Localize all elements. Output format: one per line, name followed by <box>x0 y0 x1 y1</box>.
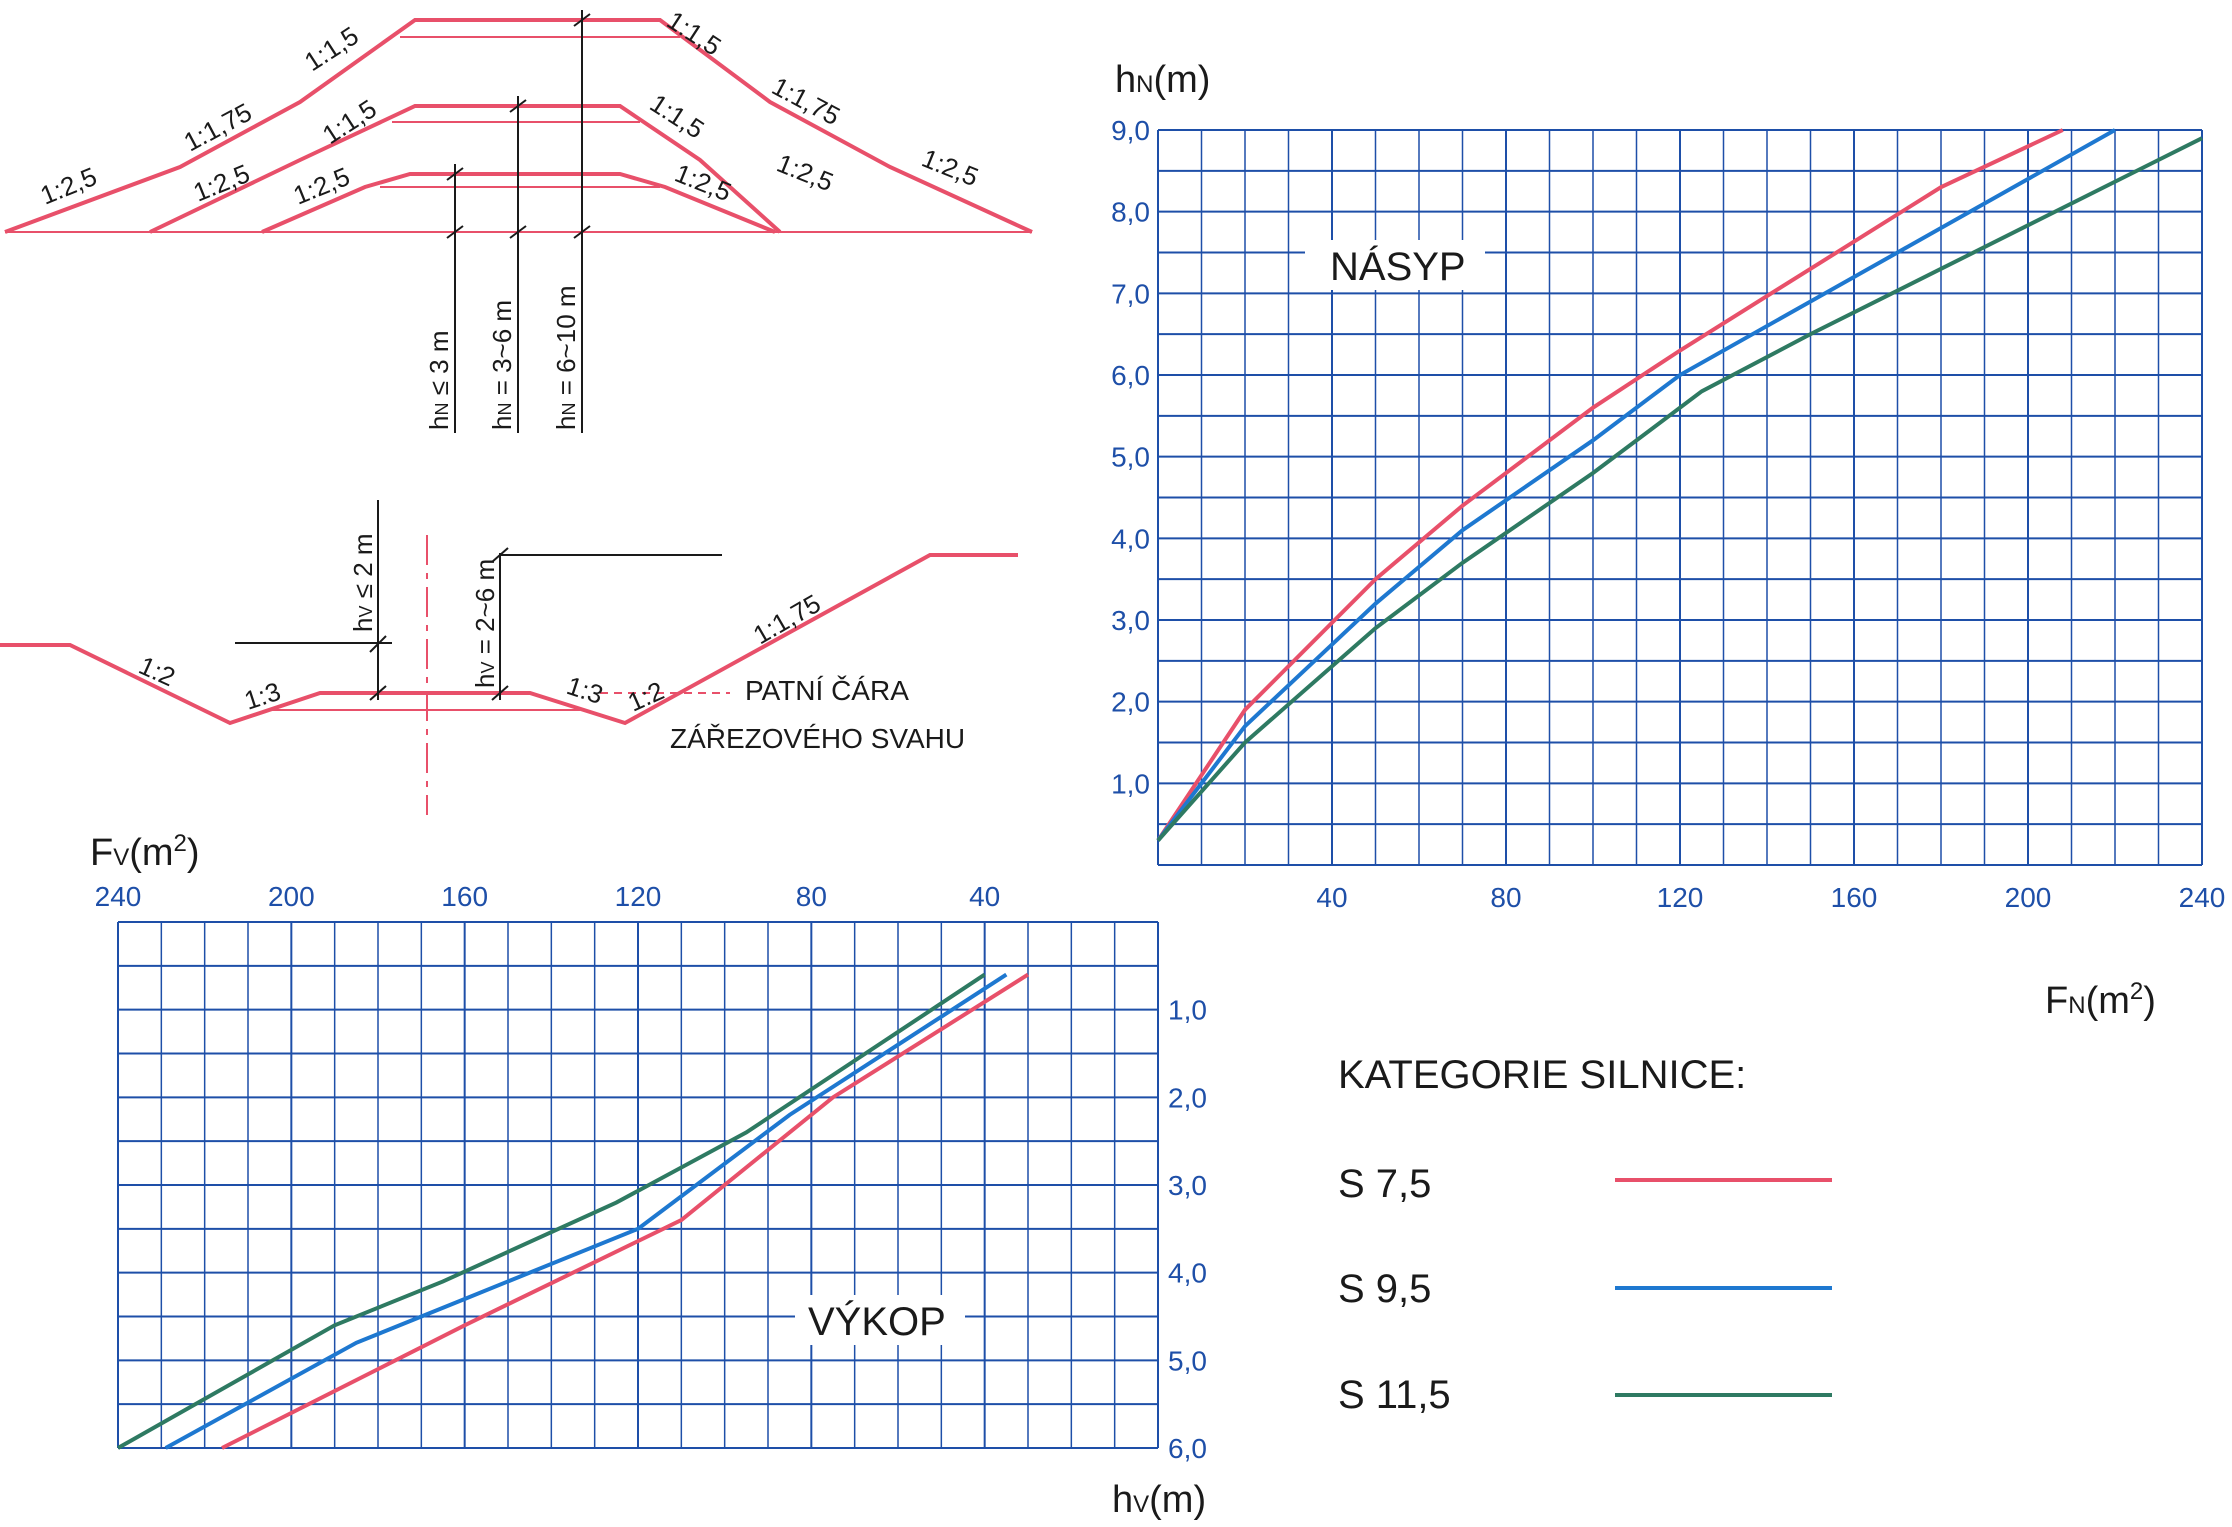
slope-label: 1:2,5 <box>773 148 838 197</box>
x-tick-label: 40 <box>969 881 1000 912</box>
embankment-profile-small <box>261 172 776 234</box>
y-tick-label: 6,0 <box>1111 360 1150 391</box>
cut-label: VÝKOP <box>808 1299 946 1344</box>
y-tick-label: 3,0 <box>1168 1170 1207 1201</box>
cut-note-line1: PATNÍ ČÁRA <box>745 675 909 706</box>
y-tick-label: 3,0 <box>1111 605 1150 636</box>
y-tick-label: 1,0 <box>1168 995 1207 1026</box>
cut-height-tick-1b <box>369 685 387 701</box>
cut-height-tick-2a <box>491 547 509 563</box>
slope-label: 1:2,5 <box>36 161 101 210</box>
series-line-2 <box>1156 128 2116 842</box>
cut-height-tick-1a <box>369 635 387 653</box>
slope-label: 1:2,5 <box>189 158 254 207</box>
series-line-3 <box>117 972 986 1450</box>
cut-grid <box>117 921 1159 1449</box>
embankment-height-markers <box>446 10 591 433</box>
embankment-diagram: 1:2,5 1:1,75 1:1,5 1:1,5 1:1,75 1:2,5 1:… <box>4 5 1033 433</box>
legend-item-label: S 11,5 <box>1338 1373 1451 1417</box>
y-tick-label: 1,0 <box>1111 768 1150 799</box>
height-marker-tick-3b <box>573 225 591 239</box>
x-tick-label: 240 <box>2179 882 2226 913</box>
legend-item-label: S 7,5 <box>1338 1162 1431 1206</box>
cut-series <box>117 972 1030 1450</box>
y-tick-label: 5,0 <box>1111 442 1150 473</box>
cut-label-bg <box>795 1295 965 1345</box>
height-marker-tick-2a <box>509 99 527 113</box>
x-tick-label: 80 <box>1490 882 1521 913</box>
x-tick-label: 40 <box>1316 882 1347 913</box>
embankment-tick-labels: 40 80 120 160 200 240 1,0 2,0 3,0 4,0 5,0 6,0 7,0 8,0… <box>1111 115 2225 913</box>
series-line-3 <box>1156 136 2203 842</box>
cut-diagram: 1:2 1:3 1:3 1:2 1:1,75 hV ≤ 2 m hV = 2~6… <box>0 500 1018 815</box>
x-tick-label: 80 <box>796 881 827 912</box>
x-tick-label: 200 <box>2005 882 2052 913</box>
y-tick-label: 4,0 <box>1168 1258 1207 1289</box>
height-marker-tick-1b <box>446 225 464 239</box>
embankment-profile-large <box>4 18 1033 234</box>
embankment-label: NÁSYP <box>1330 244 1466 289</box>
legend-item-label: S 9,5 <box>1338 1267 1431 1311</box>
slope-label: 1:1,5 <box>645 88 710 145</box>
legend-title: KATEGORIE SILNICE: <box>1338 1053 1746 1097</box>
embankment-series <box>1156 128 2203 842</box>
y-tick-label: 9,0 <box>1111 115 1150 146</box>
cut-note-line2: ZÁŘEZOVÉHO SVAHU <box>670 723 965 754</box>
height-marker-tick-1a <box>446 167 464 181</box>
series-line-2 <box>164 972 1008 1450</box>
y-tick-label: 2,0 <box>1168 1082 1207 1113</box>
y-tick-label: 5,0 <box>1168 1345 1207 1376</box>
y-tick-label: 7,0 <box>1111 278 1150 309</box>
slope-label: 1:1,75 <box>748 588 826 650</box>
y-tick-label: 8,0 <box>1111 197 1150 228</box>
embankment-height-labels: hN ≤ 3 m hN = 3~6 m hN = 6~10 m <box>424 285 581 430</box>
slope-label: 1:2 <box>135 650 180 692</box>
slope-label: 1:1,5 <box>662 5 727 62</box>
height-label: hN = 6~10 m <box>551 285 581 430</box>
legend: KATEGORIE SILNICE: S 7,5 S 9,5 S 11,5 <box>1338 1053 1832 1417</box>
cut-y-axis-label: hV(m) <box>1112 1479 1206 1521</box>
y-tick-label: 4,0 <box>1111 523 1150 554</box>
x-tick-label: 160 <box>1831 882 1878 913</box>
slope-label: 1:2,5 <box>289 161 354 210</box>
x-tick-label: 240 <box>95 881 142 912</box>
height-marker-tick-3a <box>573 13 591 27</box>
x-tick-label: 120 <box>615 881 662 912</box>
series-line-1 <box>221 972 1030 1450</box>
embankment-y-axis-label: hN(m) <box>1115 59 1210 101</box>
y-tick-label: 6,0 <box>1168 1433 1207 1464</box>
embankment-x-axis-label: FN(m2) <box>2045 978 2156 1022</box>
embankment-chart: 40 80 120 160 200 240 1,0 2,0 3,0 4,0 5,0 6,0 7,0 8,0… <box>1111 59 2225 1022</box>
slope-label: 1:2 <box>623 675 668 717</box>
height-label: hV ≤ 2 m <box>348 533 378 632</box>
cut-height-tick-2b <box>491 685 509 701</box>
y-tick-label: 2,0 <box>1111 687 1150 718</box>
x-tick-label: 160 <box>441 881 488 912</box>
cut-x-axis-label: FV(m2) <box>90 830 200 874</box>
x-tick-label: 120 <box>1657 882 1704 913</box>
cut-height-markers <box>235 500 722 701</box>
height-label: hN = 3~6 m <box>487 300 517 430</box>
cut-height-labels: hV ≤ 2 m hV = 2~6 m <box>348 533 500 688</box>
slope-label: 1:1,5 <box>299 20 364 77</box>
height-label: hN ≤ 3 m <box>424 330 454 430</box>
height-label: hV = 2~6 m <box>470 559 500 688</box>
cut-profile <box>0 553 1018 726</box>
series-line-1 <box>1156 128 2064 842</box>
x-tick-label: 200 <box>268 881 315 912</box>
cut-tick-labels: 240 200 160 120 80 40 1,0 2,0 3,0 4,0 5,0 6,0 <box>95 881 1207 1464</box>
slope-label: 1:1,5 <box>317 93 382 150</box>
cut-chart: 240 200 160 120 80 40 1,0 2,0 3,0 4,0 5,0 6,0 VÝKOP… <box>90 830 1207 1521</box>
height-marker-tick-2b <box>509 225 527 239</box>
embankment-label-bg <box>1305 240 1485 290</box>
